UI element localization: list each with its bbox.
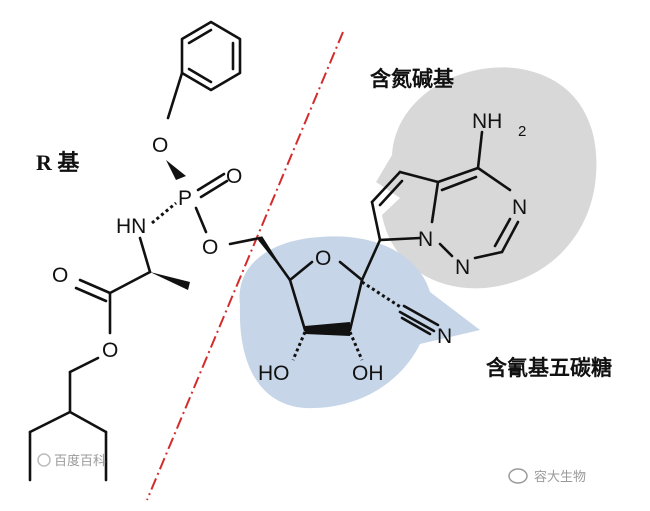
bond-p-o-double-b	[199, 179, 229, 199]
phenyl-double-1	[187, 28, 213, 45]
bond-ch-right	[68, 410, 108, 434]
bond-c-nh2	[476, 130, 484, 170]
atom-o-double: O	[226, 165, 242, 188]
watermark-left: 百度百科	[54, 453, 106, 469]
triazine-3d	[493, 217, 512, 248]
atom-n-triazine-1: N	[512, 196, 527, 219]
bond-calpha-ccarbonyl	[108, 270, 152, 295]
atom-nh2: NH	[472, 110, 502, 133]
triazine-5	[438, 242, 454, 258]
wedge-methyl	[150, 272, 190, 290]
bond-n-p-hashed	[151, 201, 177, 225]
label-cyano-pentose: 含氰基五碳糖	[486, 356, 612, 380]
watermark-right: 容大生物	[534, 469, 586, 485]
atom-o-carbonyl: O	[52, 264, 68, 287]
region-divider	[146, 31, 344, 501]
pyrrole-2d	[378, 179, 404, 207]
triazine-3	[500, 220, 520, 254]
bond-c3-oh-hashed	[291, 331, 307, 361]
bond-p-o-double-a	[196, 172, 226, 192]
atom-ho-left: HO	[258, 362, 290, 385]
bond-cn-triple-a	[402, 304, 440, 327]
label-r-group: R 基	[36, 150, 80, 175]
bond-phenyl-o	[166, 71, 184, 120]
pyrrole-2	[370, 170, 402, 204]
bond-c1-cn-hashed	[361, 280, 403, 310]
label-nitrogenous-base: 含氮碱基	[370, 67, 455, 91]
bond-n-calpha	[138, 236, 152, 274]
pyrrole-3	[398, 170, 440, 184]
bond-c4-c3	[288, 278, 307, 332]
atom-n-nitrile: N	[437, 325, 452, 348]
bond-c2-oh-hashed	[348, 331, 364, 361]
wedge-c4-ch2	[258, 236, 290, 280]
atom-nh2-subscript: 2	[518, 123, 526, 140]
bond-c-o-double-b	[74, 286, 108, 303]
pyrrole-4	[430, 180, 440, 224]
bond-c2-c1	[348, 278, 364, 332]
atom-oh-right: OH	[352, 362, 384, 385]
atom-n-fused: N	[418, 228, 433, 251]
bond-oring-c1	[338, 260, 364, 282]
bond-p-o-ester	[194, 206, 208, 234]
wechat-icon	[508, 468, 528, 484]
sugar-highlight-bubble	[239, 236, 480, 409]
triazine-2	[476, 166, 512, 192]
atom-hn: HN	[116, 215, 146, 238]
phenyl-ring	[180, 20, 242, 92]
wedge-o-p	[166, 160, 186, 180]
pyrrole-5	[378, 236, 422, 242]
bond-cn-triple-c	[400, 316, 432, 336]
atom-o-ester: O	[202, 236, 218, 259]
phenyl-double-3	[187, 67, 213, 84]
bond-c-o-double-a	[78, 278, 112, 295]
bond-oester-ch2	[228, 236, 262, 246]
baidu-paw-icon	[37, 453, 51, 467]
bond-c1-base	[360, 238, 382, 282]
pyrrole-1	[370, 200, 382, 242]
bond-ch-left	[28, 410, 72, 434]
atom-o-ring: O	[315, 247, 331, 270]
triazine-4	[473, 250, 504, 260]
base-highlight-bubble	[376, 67, 597, 289]
bond-cn-triple-b	[398, 310, 436, 333]
bond-c4-oring	[288, 260, 314, 282]
bond-o-ch2	[68, 356, 100, 374]
atom-p: P	[178, 187, 192, 210]
wedge-c3-c2	[305, 322, 350, 336]
triazine-1d	[440, 175, 478, 192]
triazine-1	[436, 166, 480, 184]
atom-o-phenoxy: O	[152, 134, 168, 157]
atom-n-triazine-2: N	[455, 256, 470, 279]
atom-o-alkoxy: O	[102, 339, 118, 362]
